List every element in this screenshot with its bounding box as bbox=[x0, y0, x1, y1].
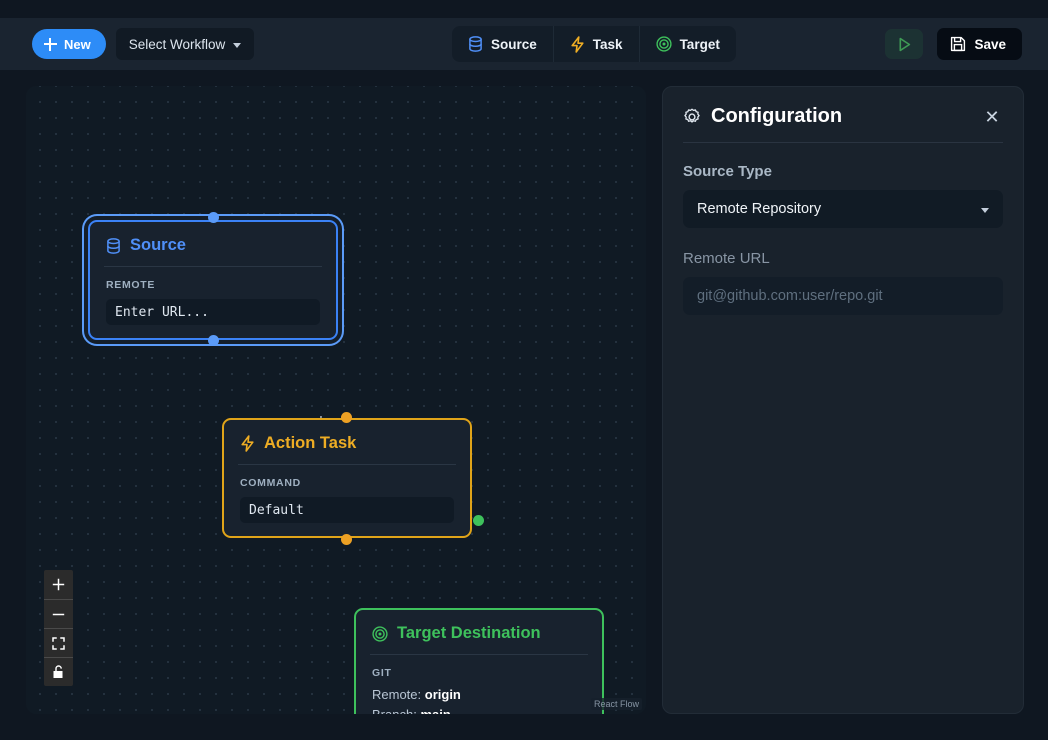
top-toolbar: New Select Workflow Source Task bbox=[0, 18, 1048, 70]
close-icon[interactable]: ✕ bbox=[984, 106, 1000, 127]
play-icon bbox=[899, 37, 911, 51]
fit-view-icon bbox=[52, 636, 65, 650]
node-target-remote-row: Remote: origin bbox=[372, 687, 586, 702]
unlocked-padlock-icon bbox=[53, 665, 63, 678]
new-button-label: New bbox=[64, 36, 91, 52]
node-source-field-label: REMOTE bbox=[106, 279, 156, 291]
node-target-field-label: GIT bbox=[372, 667, 392, 679]
node-target-divider bbox=[370, 654, 588, 655]
node-task-body: COMMAND Default bbox=[224, 465, 470, 539]
configuration-panel-body: Source Type Remote Repository Remote URL… bbox=[663, 143, 1023, 335]
lightning-bolt-icon bbox=[241, 435, 254, 452]
canvas-controls bbox=[44, 570, 73, 686]
node-source-remote-input[interactable]: Enter URL... bbox=[106, 299, 320, 325]
palette-chip-source[interactable]: Source bbox=[452, 26, 553, 62]
node-source-handle-top[interactable] bbox=[208, 212, 219, 223]
configuration-panel: Configuration ✕ Source Type Remote Repos… bbox=[662, 86, 1024, 714]
save-button-label: Save bbox=[974, 36, 1006, 52]
node-target-header: Target Destination bbox=[356, 610, 602, 654]
node-task-divider bbox=[238, 464, 456, 465]
node-task-command-input[interactable]: Default bbox=[240, 497, 454, 523]
source-type-label: Source Type bbox=[683, 163, 772, 180]
node-task-header: Action Task bbox=[224, 420, 470, 464]
node-source-divider bbox=[104, 266, 322, 267]
react-flow-attribution[interactable]: React Flow bbox=[590, 698, 642, 710]
select-workflow-label: Select Workflow bbox=[128, 36, 226, 52]
chevron-down-icon bbox=[233, 42, 242, 48]
node-source-header: Source bbox=[90, 222, 336, 266]
node-target-branch-row: Branch: main bbox=[372, 707, 586, 714]
node-target-body: GIT Remote: origin Branch: main bbox=[356, 655, 602, 714]
node-source[interactable]: Source REMOTE Enter URL... bbox=[88, 220, 338, 340]
field-spacer bbox=[683, 228, 1003, 250]
node-target-title: Target Destination bbox=[397, 624, 541, 642]
node-target-remote-key: Remote: bbox=[372, 687, 422, 702]
database-icon bbox=[469, 36, 482, 52]
configuration-panel-divider bbox=[683, 142, 1003, 143]
select-workflow-dropdown[interactable]: Select Workflow bbox=[115, 28, 255, 60]
node-source-handle-bottom[interactable] bbox=[208, 335, 219, 346]
palette-chip-target-label: Target bbox=[679, 36, 720, 52]
fit-view-button[interactable] bbox=[44, 628, 73, 657]
node-target-branch-value: main bbox=[420, 707, 450, 714]
node-task-title: Action Task bbox=[264, 434, 357, 452]
source-type-select[interactable]: Remote Repository bbox=[683, 190, 1003, 228]
gear-icon bbox=[684, 108, 700, 123]
save-button[interactable]: Save bbox=[937, 28, 1022, 60]
configuration-panel-header: Configuration ✕ bbox=[663, 87, 1023, 142]
floppy-disk-save-icon bbox=[951, 36, 966, 52]
node-task-field-label: COMMAND bbox=[240, 477, 301, 489]
node-task[interactable]: Action Task COMMAND Default bbox=[222, 418, 472, 538]
source-type-value: Remote Repository bbox=[697, 201, 822, 217]
palette-chip-task[interactable]: Task bbox=[552, 26, 639, 62]
node-task-handle-bottom[interactable] bbox=[341, 534, 352, 545]
node-target-remote-value: origin bbox=[424, 687, 461, 702]
toolbar-right-group: Save bbox=[885, 28, 1022, 60]
node-source-title: Source bbox=[130, 236, 186, 254]
node-palette-group: Source Task Target bbox=[452, 26, 736, 62]
palette-chip-task-label: Task bbox=[592, 36, 623, 52]
configuration-panel-title: Configuration bbox=[711, 105, 843, 127]
plus-icon bbox=[44, 37, 57, 51]
node-source-body: REMOTE Enter URL... bbox=[90, 267, 336, 341]
new-button[interactable]: New bbox=[32, 29, 106, 59]
node-target-handle-top[interactable] bbox=[473, 515, 484, 526]
node-task-handle-top[interactable] bbox=[341, 412, 352, 423]
remote-url-input[interactable]: git@github.com:user/repo.git bbox=[683, 277, 1003, 315]
lightning-bolt-icon bbox=[571, 35, 584, 53]
plus-icon bbox=[52, 578, 65, 591]
flow-canvas[interactable]: Source REMOTE Enter URL... Action Task C… bbox=[26, 86, 646, 714]
palette-chip-target[interactable]: Target bbox=[638, 26, 736, 62]
toolbar-left-group: New Select Workflow bbox=[32, 28, 255, 60]
target-icon bbox=[655, 36, 672, 52]
zoom-out-button[interactable] bbox=[44, 599, 73, 628]
minus-icon bbox=[52, 613, 65, 615]
zoom-in-button[interactable] bbox=[44, 570, 73, 599]
target-icon bbox=[372, 625, 388, 642]
run-workflow-button[interactable] bbox=[885, 29, 924, 59]
palette-chip-source-label: Source bbox=[491, 36, 537, 52]
database-icon bbox=[107, 237, 120, 254]
remote-url-label: Remote URL bbox=[683, 250, 770, 267]
node-target[interactable]: Target Destination GIT Remote: origin Br… bbox=[354, 608, 604, 714]
chevron-down-icon bbox=[981, 207, 989, 213]
node-target-branch-key: Branch: bbox=[372, 707, 417, 714]
lock-button[interactable] bbox=[44, 657, 73, 686]
